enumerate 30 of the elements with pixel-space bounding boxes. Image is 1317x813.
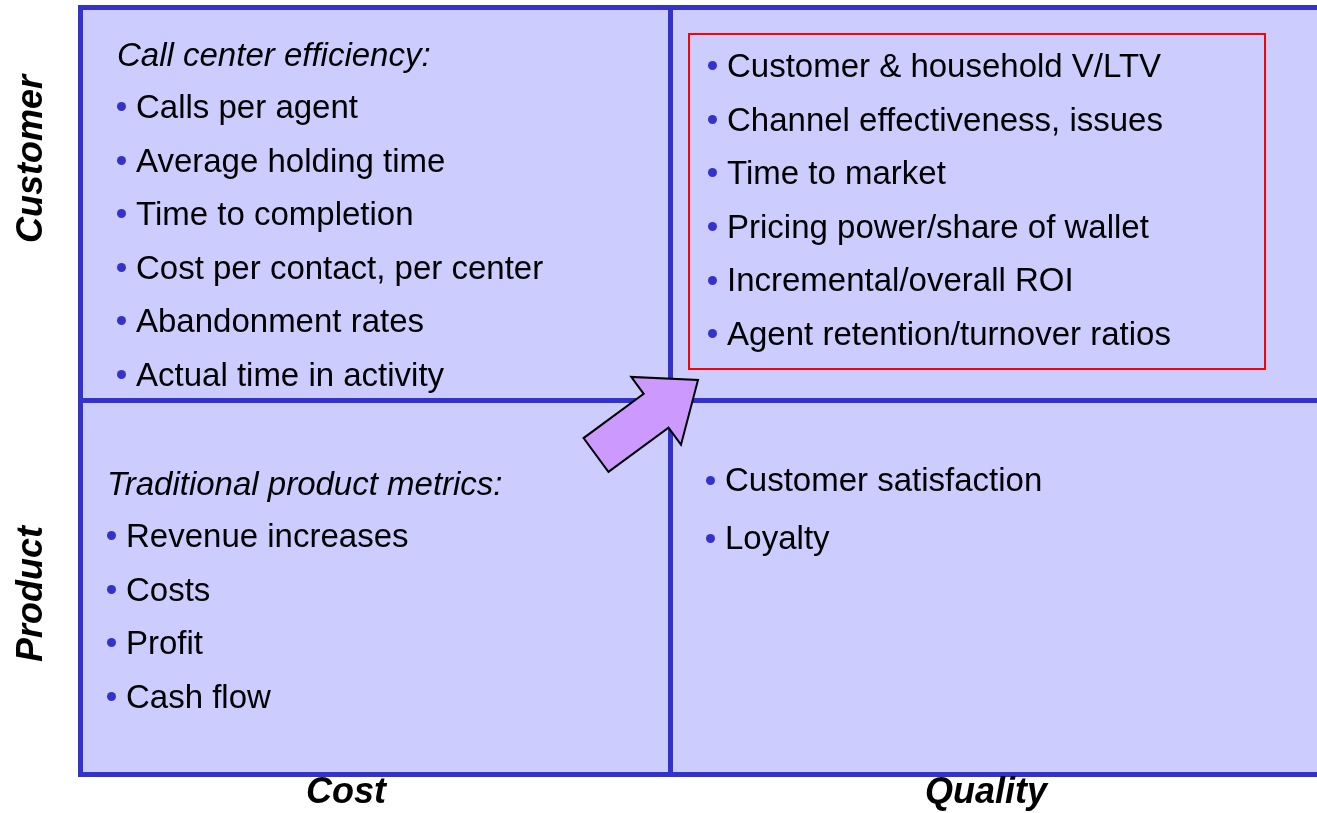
metric-item: Cash flow xyxy=(126,676,271,717)
metric-item: Pricing power/share of wallet xyxy=(727,206,1149,247)
metric-item: Customer & household V/LTV xyxy=(727,46,1162,86)
quadrant-panel xyxy=(78,5,673,403)
metric-item: Incremental/overall ROI xyxy=(727,260,1074,301)
metric-item: Abandonment rates xyxy=(136,301,425,341)
metric-item: Costs xyxy=(126,569,211,610)
axis-label: Quality xyxy=(925,770,1047,811)
section-heading: Call center efficiency: xyxy=(117,35,431,75)
metric-item: Channel effectiveness, issues xyxy=(727,99,1163,140)
metric-item: Time to market xyxy=(727,153,946,194)
axis-label: Customer xyxy=(9,75,50,243)
metric-item: Average holding time xyxy=(136,140,446,181)
metric-item: Customer satisfaction xyxy=(725,460,1043,500)
metric-item: Profit xyxy=(126,623,204,663)
axis-label: Cost xyxy=(306,770,386,811)
highlight-box xyxy=(688,33,1266,370)
axis-label: Product xyxy=(9,526,50,662)
metric-item: Calls per agent xyxy=(136,87,358,127)
quadrant-panel xyxy=(673,403,1317,777)
quadrant-panel xyxy=(78,403,673,777)
section-heading: Traditional product metrics: xyxy=(107,464,503,504)
quadrant-panel xyxy=(673,5,1317,403)
metric-item: Loyalty xyxy=(725,518,830,558)
metric-item: Revenue increases xyxy=(126,516,409,556)
metric-item: Time to completion xyxy=(136,194,414,234)
metric-item: Agent retention/turnover ratios xyxy=(727,313,1171,354)
metric-item: Cost per contact, per center xyxy=(136,247,544,288)
metric-item: Actual time in activity xyxy=(136,354,445,395)
block-arrow xyxy=(582,375,700,474)
